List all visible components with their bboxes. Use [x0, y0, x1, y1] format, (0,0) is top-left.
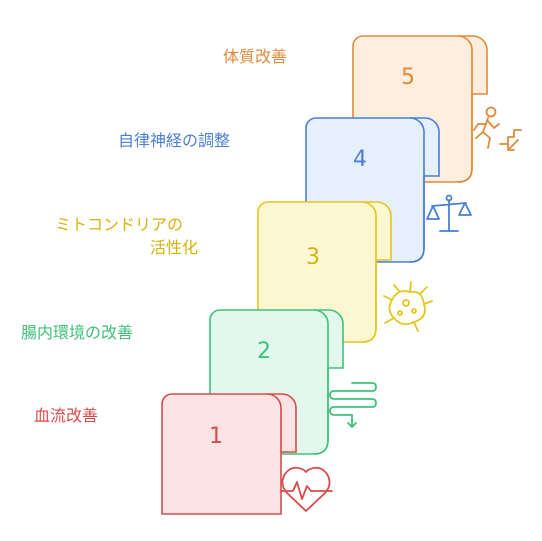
step-1-number: 1	[209, 424, 223, 449]
heart-pulse-icon	[280, 466, 333, 512]
step-3-label-line1: ミトコンドリアの	[55, 215, 184, 234]
step-4-label: 自律神経の調整	[118, 131, 231, 150]
step-1-card: 1	[161, 393, 297, 515]
mitochondria-cell-icon	[383, 281, 433, 332]
step-3-card: 3	[257, 201, 392, 343]
step-3-number: 3	[306, 245, 320, 270]
step-2-number: 2	[257, 339, 271, 364]
step-1-label: 血流改善	[34, 406, 99, 425]
person-climbing-stairs-icon	[473, 106, 522, 151]
step-2-label: 腸内環境の改善	[21, 323, 134, 342]
step-5-number: 5	[401, 65, 415, 90]
balance-scale-icon	[426, 194, 472, 232]
step-4-number: 4	[353, 147, 367, 172]
step-5-label: 体質改善	[223, 47, 288, 66]
step-3-label-line2: 活性化	[150, 238, 199, 257]
intestine-flow-icon	[329, 382, 377, 428]
